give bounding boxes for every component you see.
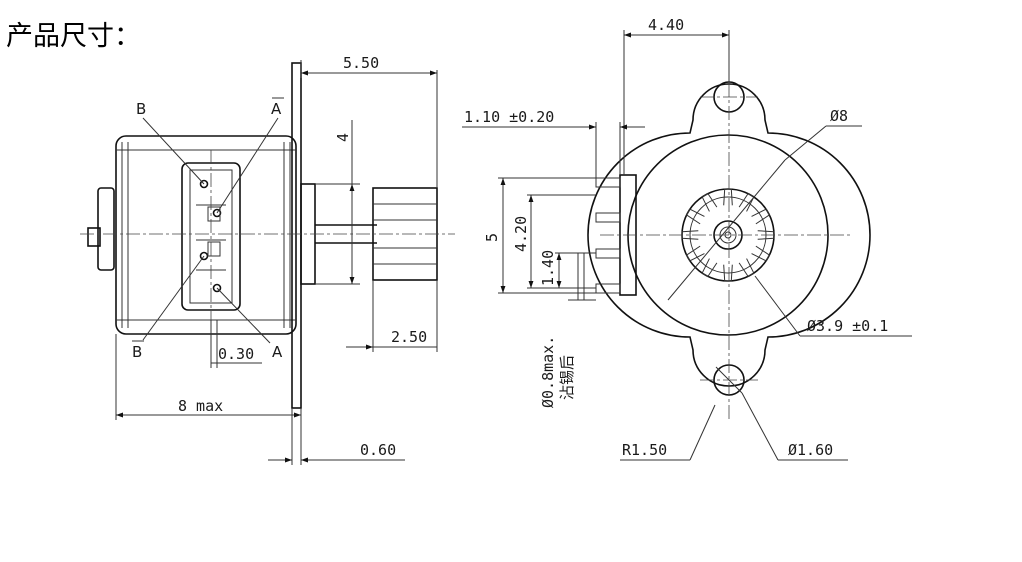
pin-3 xyxy=(595,248,621,259)
mounting-flange xyxy=(587,83,871,387)
label-a-bottom: A xyxy=(272,343,283,361)
terminal-pin xyxy=(199,179,209,189)
label-a: A xyxy=(271,100,282,118)
page-title: 产品尺寸： xyxy=(6,21,141,52)
motor-body xyxy=(115,135,297,335)
gear-tooth xyxy=(751,208,771,225)
gear-tooth xyxy=(685,208,705,225)
pin-1 xyxy=(595,177,621,188)
dim-0-30: 0.30 xyxy=(218,345,254,363)
dim-8-max: 8 max xyxy=(178,397,223,415)
dim-4: 4 xyxy=(334,133,352,142)
side-view: B A B A 5.50 4 0.30 2.50 8 max xyxy=(80,54,455,465)
gear-tooth xyxy=(723,188,733,206)
gear-tooth xyxy=(701,192,718,212)
dim-2-50: 2.50 xyxy=(391,328,427,346)
dim-0-60: 0.60 xyxy=(360,441,396,459)
gear-tooth xyxy=(751,245,771,262)
dim-4-40: 4.40 xyxy=(648,16,684,34)
dim-phi3-9: Ø3.9 ±0.1 xyxy=(807,317,888,335)
gear-tooth xyxy=(723,264,733,282)
pin-2 xyxy=(595,212,621,223)
gear-tooth xyxy=(738,192,755,212)
rear-shaft-end xyxy=(87,227,101,247)
rear-bearing-boss xyxy=(97,187,115,271)
gear-tooth xyxy=(685,245,705,262)
front-view: 4.40 1.10 ±0.20 Ø8 5 4.20 1.40 Ø0.8max. … xyxy=(462,16,912,461)
pin-4 xyxy=(595,283,621,294)
note-solder-line2: 沾锡后 xyxy=(558,355,576,400)
dim-5-50: 5.50 xyxy=(343,54,379,72)
dim-phi1-60: Ø1.60 xyxy=(788,441,833,459)
terminal-pin xyxy=(212,283,222,293)
dim-1-40: 1.40 xyxy=(539,250,557,286)
label-b: B xyxy=(136,100,146,118)
dim-5: 5 xyxy=(483,233,501,242)
dim-r1-50: R1.50 xyxy=(622,441,667,459)
gear-tooth xyxy=(701,258,718,278)
dim-1-10: 1.10 ±0.20 xyxy=(464,108,554,126)
dim-4-20: 4.20 xyxy=(512,216,530,252)
label-b-bar: B xyxy=(132,343,142,361)
gear-tooth xyxy=(738,258,755,278)
dim-phi8: Ø8 xyxy=(830,107,848,125)
note-solder-line1: Ø0.8max. xyxy=(539,336,557,408)
